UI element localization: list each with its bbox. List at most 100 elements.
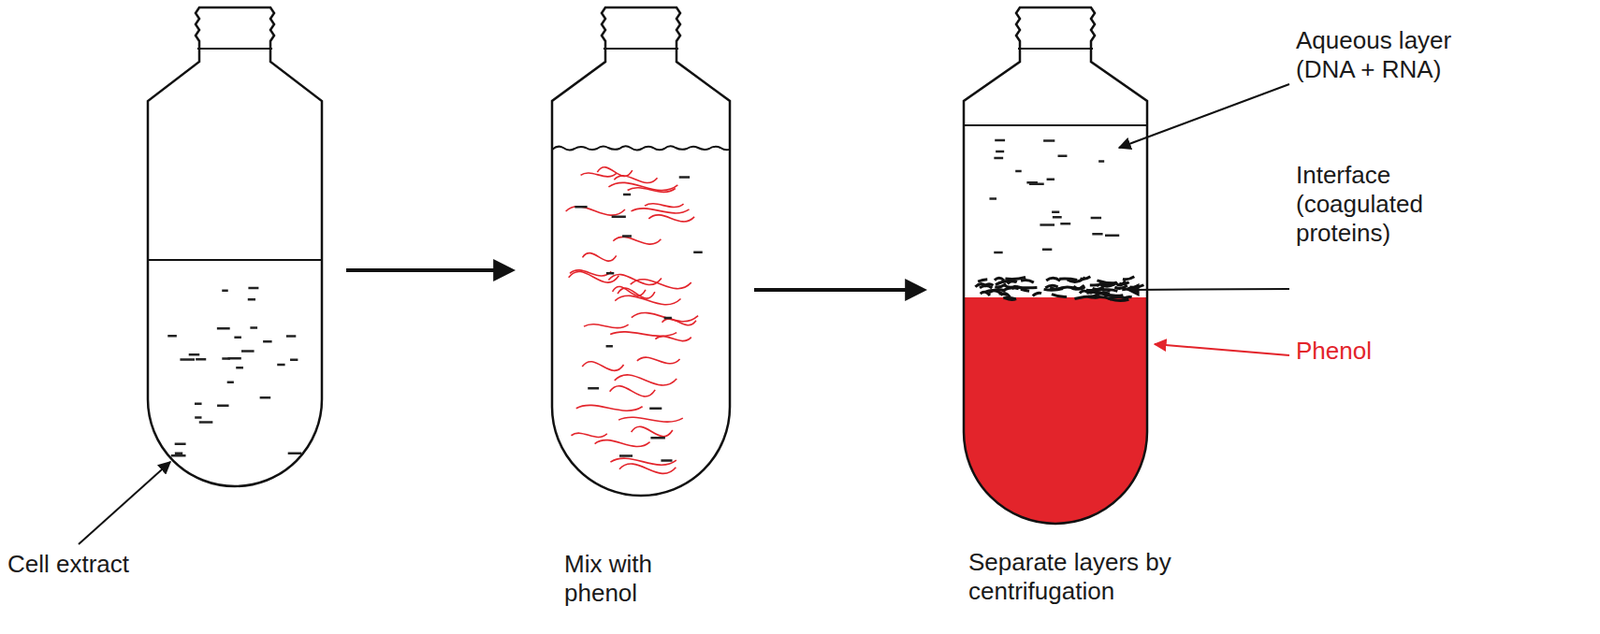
coagulated-protein xyxy=(1116,280,1126,286)
molecule-dash xyxy=(679,175,690,179)
phenol-streak xyxy=(614,375,677,386)
molecule-dash xyxy=(989,197,997,201)
molecule-dash xyxy=(993,251,1003,255)
phenol-streak xyxy=(654,336,691,342)
molecule-dash xyxy=(189,353,201,357)
coagulated-protein xyxy=(1122,276,1135,280)
molecule-dash xyxy=(194,416,202,420)
phenol-streak xyxy=(613,175,657,184)
molecule-dash xyxy=(622,234,632,238)
molecule-dash xyxy=(587,387,599,391)
molecule-dash xyxy=(221,290,228,293)
leader-line xyxy=(1154,344,1290,356)
phenol-streak xyxy=(608,182,678,190)
molecule-dash xyxy=(623,193,631,197)
cap-thread xyxy=(603,47,679,50)
tube-outline xyxy=(147,7,322,487)
liquid-surface xyxy=(963,124,1148,127)
phenol-streak xyxy=(570,433,607,437)
coagulated-protein xyxy=(1007,281,1018,285)
liquid-surface xyxy=(147,259,322,262)
molecule-dash xyxy=(221,357,231,361)
test-tube: Cell extract xyxy=(147,7,322,487)
coagulated-protein xyxy=(977,279,988,282)
phenol-streak xyxy=(595,440,651,448)
phenol-streak xyxy=(610,386,656,397)
molecule-dash xyxy=(1051,211,1060,215)
tube-outline xyxy=(963,7,1148,524)
molecule-dash xyxy=(1090,217,1102,220)
molecule-dash xyxy=(1029,183,1045,187)
phenol-streak xyxy=(612,286,646,296)
layer-label: Aqueous layer (DNA + RNA) xyxy=(1295,26,1493,85)
layer-label: Interface (coagulated proteins) xyxy=(1295,160,1451,249)
coagulated-protein xyxy=(1110,299,1130,302)
molecule-dash xyxy=(247,287,259,291)
phenol-streak xyxy=(648,215,695,222)
step-caption: Cell extract xyxy=(7,550,195,580)
molecule-dash xyxy=(217,327,231,331)
coagulated-protein xyxy=(1032,292,1042,296)
coagulated-protein xyxy=(1079,290,1088,294)
phenol-streak xyxy=(583,324,629,329)
leader-line xyxy=(78,462,171,545)
process-arrow xyxy=(346,268,498,273)
molecule-dash xyxy=(994,139,1005,143)
phenol-streak xyxy=(568,271,620,283)
molecule-dash xyxy=(1043,139,1055,143)
coagulated-protein xyxy=(1046,277,1061,281)
molecule-dash xyxy=(262,340,273,344)
molecule-dash xyxy=(194,403,203,407)
molecule-dash xyxy=(286,334,296,338)
coagulated-protein xyxy=(1105,294,1124,297)
molecule-dash xyxy=(290,358,298,362)
coagulated-protein xyxy=(1003,297,1016,299)
test-tube: Separate layers by centrifugation xyxy=(963,7,1148,524)
molecule-dash xyxy=(1039,223,1055,227)
molecule-dash xyxy=(241,349,255,353)
molecule-dash xyxy=(619,454,633,458)
molecule-dash xyxy=(1091,232,1103,236)
coagulated-protein xyxy=(1079,276,1091,280)
molecule-dash xyxy=(171,454,187,458)
molecule-dash xyxy=(288,452,303,456)
molecule-dash xyxy=(1047,177,1055,181)
coagulated-protein xyxy=(1094,297,1112,301)
molecule-dash xyxy=(174,443,187,447)
molecule-dash xyxy=(167,334,177,338)
molecule-dash xyxy=(276,363,285,367)
molecule-dash xyxy=(260,396,272,400)
coagulated-protein xyxy=(1051,294,1067,298)
coagulated-protein xyxy=(1074,296,1095,300)
phenol-streak xyxy=(630,279,692,290)
molecule-dash xyxy=(217,404,229,408)
molecule-dash xyxy=(1098,160,1105,163)
phenol-streak xyxy=(614,295,681,306)
coagulated-protein xyxy=(1004,277,1026,280)
molecule-dash xyxy=(606,272,614,276)
molecule-dash xyxy=(1015,170,1022,174)
coagulated-protein xyxy=(1020,289,1030,291)
molecule-dash xyxy=(1042,247,1052,251)
phenol-streak xyxy=(618,417,684,422)
cap-thread xyxy=(197,47,273,50)
phenol-streak xyxy=(596,167,632,177)
coagulated-protein xyxy=(1049,287,1061,290)
coagulated-protein xyxy=(994,284,1006,288)
phenol-streak xyxy=(610,332,677,337)
molecule-dash xyxy=(650,436,665,440)
molecule-dash xyxy=(174,451,183,455)
phenol-streak xyxy=(631,426,673,437)
molecule-dash xyxy=(249,326,258,330)
phenol-streak xyxy=(619,464,676,474)
layer-label: Phenol xyxy=(1295,336,1437,366)
molecule-dash xyxy=(693,250,703,254)
molecule-dash xyxy=(1052,216,1062,219)
coagulated-protein xyxy=(1104,295,1119,297)
coagulated-protein xyxy=(994,277,1004,281)
leader-line xyxy=(1119,84,1290,148)
phenol-streak xyxy=(581,173,617,177)
leader-line xyxy=(1127,289,1290,291)
